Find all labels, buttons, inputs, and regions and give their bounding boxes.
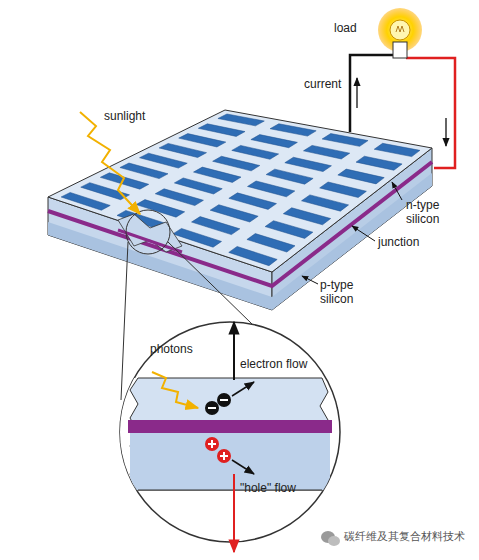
solar-cell bbox=[179, 134, 226, 147]
solar-cell bbox=[229, 193, 277, 210]
solar-cell bbox=[218, 114, 264, 126]
current-arrow bbox=[356, 78, 357, 108]
solar-cell bbox=[320, 182, 367, 198]
layer-label: p-type silicon bbox=[320, 279, 380, 307]
leader-line bbox=[392, 182, 402, 200]
load-label: load bbox=[334, 22, 357, 36]
solar-cell bbox=[155, 189, 203, 206]
magnify-line bbox=[121, 242, 128, 400]
electron-flow-arrow bbox=[233, 322, 235, 380]
solar-cell bbox=[81, 183, 130, 200]
solar-cell bbox=[198, 124, 245, 137]
solar-cell bbox=[174, 178, 222, 194]
zoom-circle bbox=[120, 322, 340, 542]
solar-cell bbox=[356, 156, 402, 170]
solar-cell bbox=[301, 195, 348, 211]
panel-top bbox=[48, 110, 432, 272]
solar-cell bbox=[248, 181, 295, 197]
solar-cell bbox=[374, 143, 420, 156]
solar-cell bbox=[100, 173, 148, 189]
solar-cell bbox=[61, 192, 110, 210]
solar-cell bbox=[192, 217, 240, 235]
solar-cell bbox=[213, 156, 260, 171]
photons-label: photons bbox=[150, 343, 193, 357]
wechat-icon bbox=[321, 531, 340, 546]
leader-line bbox=[352, 226, 375, 241]
current-label: current bbox=[304, 78, 341, 92]
solar-cell bbox=[232, 145, 279, 159]
solar-cell bbox=[136, 200, 185, 218]
leader-line bbox=[302, 276, 318, 284]
layer-label: junction bbox=[378, 236, 419, 250]
solar-cell bbox=[303, 145, 349, 159]
solar-cell bbox=[283, 208, 330, 225]
solar-cell bbox=[251, 135, 297, 148]
solar-cell bbox=[247, 234, 295, 252]
current-arrow bbox=[445, 118, 446, 146]
hole-flow-arrow bbox=[233, 474, 235, 552]
solar-cell bbox=[338, 169, 384, 184]
solar-cell bbox=[210, 205, 258, 222]
solar-cell bbox=[285, 157, 332, 171]
hole-symbol bbox=[205, 437, 231, 463]
solar-cell bbox=[229, 246, 277, 265]
solar-cell bbox=[322, 134, 368, 147]
solar-cell bbox=[140, 153, 188, 168]
junction-band bbox=[128, 420, 332, 433]
magnify-ring bbox=[126, 210, 170, 254]
photon-ray bbox=[152, 372, 198, 408]
sunlight-ray bbox=[80, 112, 140, 214]
electron-symbol bbox=[205, 393, 231, 415]
solar-cell bbox=[120, 163, 168, 179]
solar-cell bbox=[270, 124, 316, 136]
wire bbox=[350, 55, 394, 132]
watermark: 碳纤维及其复合材料技术 bbox=[344, 530, 465, 543]
sunlight-label: sunlight bbox=[104, 110, 145, 124]
solar-cell bbox=[265, 221, 313, 239]
flow-label: "hole" flow bbox=[240, 482, 296, 496]
solar-cell bbox=[266, 169, 313, 184]
flow-label: electron flow bbox=[240, 358, 307, 372]
layer-label: n-type silicon bbox=[406, 199, 466, 227]
solar-cell bbox=[159, 143, 206, 157]
bulb bbox=[390, 20, 410, 40]
bulb-base bbox=[393, 42, 407, 58]
solar-cell bbox=[194, 167, 242, 182]
